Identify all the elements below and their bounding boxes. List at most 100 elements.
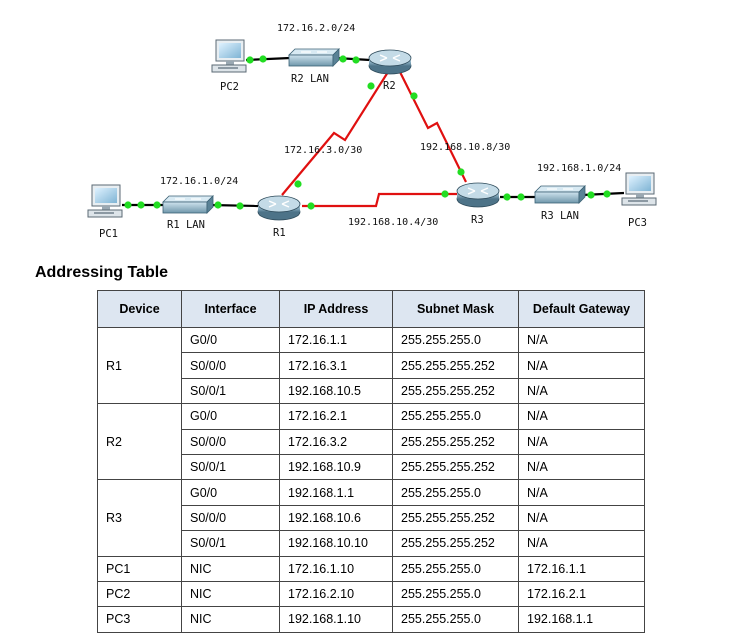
interface-cell: S0/0/0 (181, 428, 280, 455)
table-row: PC2 NIC 172.16.2.10 255.255.255.0 172.16… (97, 580, 645, 608)
subnet-mask-cell: 255.255.255.252 (392, 453, 519, 481)
device-cell: PC1 (97, 555, 182, 582)
default-gateway-cell: 172.16.2.1 (518, 580, 645, 608)
subnet-mask-cell: 255.255.255.252 (392, 428, 519, 455)
subnet-mask-cell: 255.255.255.0 (392, 555, 519, 582)
port-up-dot (137, 201, 145, 209)
table-row: R2 G0/0 172.16.2.1 255.255.255.0 N/A (97, 403, 645, 481)
router-r3-icon[interactable] (456, 182, 500, 208)
subnet-mask-cell: 255.255.255.0 (392, 606, 519, 633)
port-up-dot (517, 193, 525, 201)
ip-address-cell: 172.16.2.1 (279, 403, 393, 430)
table-row: S0/0/0 172.16.3.2 255.255.255.252 N/A (98, 428, 645, 455)
table-header-row: Device Interface IP Address Subnet Mask … (97, 290, 645, 328)
subnet-mask-cell: 255.255.255.0 (392, 479, 519, 506)
table-row: S0/0/0 192.168.10.6 255.255.255.252 N/A (98, 504, 645, 532)
router-r1-icon[interactable] (257, 195, 301, 221)
default-gateway-cell: N/A (518, 428, 645, 455)
table-row: S0/0/1 192.168.10.9 255.255.255.252 N/A (98, 453, 645, 481)
subnet-mask-cell: 255.255.255.252 (392, 530, 519, 557)
default-gateway-cell: N/A (518, 377, 645, 405)
default-gateway-cell: N/A (518, 453, 645, 481)
serial-link-r1-r3 (302, 192, 460, 208)
port-up-dot (339, 55, 347, 63)
network-label-r2-r3: 192.168.10.8/30 (420, 142, 510, 153)
port-up-dot (259, 55, 267, 63)
ip-address-cell: 172.16.1.1 (279, 326, 393, 354)
network-label-r1-r2: 172.16.3.0/30 (284, 145, 362, 156)
port-up-dot (410, 92, 418, 100)
port-up-dot (603, 190, 611, 198)
addressing-table: Device Interface IP Address Subnet Mask … (97, 290, 645, 633)
device-label-pc2: PC2 (220, 81, 239, 93)
switch-r3-lan-icon[interactable] (534, 185, 586, 204)
subnet-mask-cell: 255.255.255.252 (392, 504, 519, 532)
port-up-dot (214, 201, 222, 209)
interface-cell: G0/0 (181, 326, 280, 354)
serial-link-r2-r3 (399, 71, 467, 183)
subnet-mask-cell: 255.255.255.0 (392, 326, 519, 354)
device-label-r1: R1 (273, 227, 286, 239)
port-up-dot (307, 202, 315, 210)
subnet-mask-cell: 255.255.255.252 (392, 377, 519, 405)
default-gateway-cell: N/A (518, 530, 645, 557)
pc1-icon[interactable] (87, 184, 123, 218)
network-label-r1-r3: 192.168.10.4/30 (348, 217, 438, 228)
default-gateway-cell: 192.168.1.1 (518, 606, 645, 633)
interface-cell: NIC (181, 580, 280, 608)
device-label-r2-lan: R2 LAN (291, 73, 329, 85)
device-label-r2: R2 (383, 80, 396, 92)
table-row: PC3 NIC 192.168.1.10 255.255.255.0 192.1… (97, 606, 645, 633)
default-gateway-cell: N/A (518, 504, 645, 532)
ip-address-cell: 192.168.10.6 (279, 504, 393, 532)
port-up-dot (124, 201, 132, 209)
port-up-dot (352, 56, 360, 64)
network-topology-diagram: 172.16.2.0/24 172.16.3.0/30 192.168.10.8… (87, 23, 657, 240)
interface-cell: NIC (181, 606, 280, 633)
port-up-dot (153, 201, 161, 209)
pc2-icon[interactable] (211, 39, 247, 73)
device-cell: R3 (97, 479, 182, 557)
table-row: R1 G0/0 172.16.1.1 255.255.255.0 N/A (97, 326, 645, 405)
ip-address-cell: 172.16.2.10 (279, 580, 393, 608)
port-up-dot (587, 191, 595, 199)
router-r2-icon[interactable] (368, 49, 412, 75)
interface-cell: S0/0/0 (181, 504, 280, 532)
device-cell: R2 (97, 403, 182, 481)
interface-cell: S0/0/1 (181, 377, 280, 405)
interface-cell: S0/0/0 (181, 352, 280, 379)
default-gateway-cell: N/A (518, 352, 645, 379)
table-row: PC1 NIC 172.16.1.10 255.255.255.0 172.16… (97, 555, 645, 582)
device-label-r3-lan: R3 LAN (541, 210, 579, 222)
ip-address-cell: 192.168.10.5 (279, 377, 393, 405)
ip-address-cell: 172.16.1.10 (279, 555, 393, 582)
network-label-r2-lan: 172.16.2.0/24 (277, 23, 355, 34)
port-up-dot (503, 193, 511, 201)
subnet-mask-cell: 255.255.255.252 (392, 352, 519, 379)
ip-address-cell: 192.168.1.1 (279, 479, 393, 506)
port-up-dot (367, 82, 375, 90)
device-cell: PC2 (97, 580, 182, 608)
table-row: S0/0/1 192.168.10.5 255.255.255.252 N/A (98, 377, 645, 405)
ip-address-cell: 192.168.10.10 (279, 530, 393, 557)
ip-address-cell: 192.168.1.10 (279, 606, 393, 633)
interface-cell: G0/0 (181, 403, 280, 430)
device-cell: PC3 (97, 606, 182, 633)
switch-r2-lan-icon[interactable] (288, 48, 340, 67)
network-label-r1-lan: 172.16.1.0/24 (160, 176, 238, 187)
device-label-pc1: PC1 (99, 228, 118, 240)
column-header-ip-address: IP Address (279, 290, 393, 328)
switch-r1-lan-icon[interactable] (162, 195, 214, 214)
column-header-default-gateway: Default Gateway (518, 290, 645, 328)
ip-address-cell: 192.168.10.9 (279, 453, 393, 481)
interface-cell: NIC (181, 555, 280, 582)
interface-cell: G0/0 (181, 479, 280, 506)
default-gateway-cell: N/A (518, 326, 645, 354)
interface-cell: S0/0/1 (181, 530, 280, 557)
ip-address-cell: 172.16.3.1 (279, 352, 393, 379)
pc3-icon[interactable] (621, 172, 657, 206)
default-gateway-cell: N/A (518, 479, 645, 506)
subnet-mask-cell: 255.255.255.0 (392, 403, 519, 430)
section-title: Addressing Table (35, 264, 169, 281)
column-header-subnet-mask: Subnet Mask (392, 290, 519, 328)
